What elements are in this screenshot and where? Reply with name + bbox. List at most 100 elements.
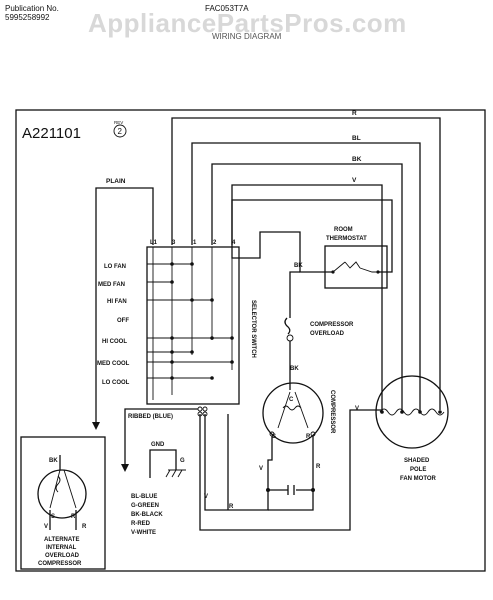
compressor-label: COMPRESSOR [329,390,335,434]
alt-windings [49,469,77,509]
wire-s-to-cap [267,436,288,491]
switch-contacts [170,262,234,380]
rev-circle [113,124,127,138]
ground-symbol [165,469,186,478]
thermostat-label-1: ROOM [334,227,353,233]
switch-grid [147,247,233,400]
alternate-box [20,436,106,570]
pos-med-fan: MED FAN [98,282,125,288]
wire-thermostat-loop [231,199,393,273]
wire-to-thermostat-in [231,231,333,273]
thermostat-label-2: THERMOSTAT [326,236,367,242]
wire-label-r: R [352,110,357,117]
wire-v-bottom [199,409,382,531]
alt-wire-v: V [44,524,48,530]
overload-label-1: COMPRESSOR [310,322,354,328]
compressor-windings [277,391,309,429]
legend-black: BK-BLACK [131,512,163,518]
alt-terminal-r: R [71,514,76,520]
overload-symbol [284,317,291,335]
watermark: AppliancePartsPros.com [88,8,407,38]
fan-motor-terminals [380,410,442,414]
pos-off: OFF [117,318,129,324]
motor-label-1: SHADED [404,458,430,464]
wire-black [211,163,403,412]
alt-wire-bk: BK [49,458,58,464]
wire-blue [191,142,421,412]
motor-label-3: FAN MOTOR [400,476,437,482]
compressor-coil [282,405,302,411]
wire-r-bottom-a [204,414,269,511]
selector-switch-box [146,246,240,405]
rev-number: 2 [118,127,123,136]
pos-hi-cool: HI COOL [102,339,127,345]
alt-label-1: ALTERNATE [44,537,79,543]
overload-terminal [286,334,294,342]
wire-thermo-to-overload [289,271,300,318]
pos-lo-cool: LO COOL [102,380,130,386]
wire-label-bk: BK [352,156,362,163]
model-number: FAC053T7A [205,4,249,13]
alt-overload-symbol [55,475,61,493]
thermostat-contact [332,261,361,273]
compressor-circle [262,382,324,444]
diagram-code: A221101 [22,125,81,142]
legend-white: V-WHITE [131,530,156,536]
wire-ribbed [124,408,198,470]
fan-motor-winding [379,408,445,416]
alt-compressor-circle [37,469,87,519]
alt-label-2: INTERNAL [46,545,77,551]
publication-number: 5995258992 [5,13,50,22]
alt-label-4: COMPRESSOR [38,561,82,567]
wire-r-to-cap [296,436,314,491]
alt-terminal-s: S [51,514,55,520]
wire-label-v-motor: V [355,406,359,412]
diagram-subtitle: WIRING DIAGRAM [212,32,282,41]
pos-lo-fan: LO FAN [104,264,126,270]
wire-label-ribbed: RIBBED (BLUE) [128,414,173,420]
alt-leads [49,510,77,530]
terminal-4: 4 [232,240,236,246]
wire-red [171,117,441,410]
fan-motor-circle [375,375,449,449]
wire-r-bottom-b [227,414,314,511]
thermostat-box [324,245,388,289]
alt-label-3: OVERLOAD [45,553,80,559]
comp-terminal-s: S [272,434,276,440]
ground-gnd-label: GND [151,442,165,448]
rev-label: REV [114,120,123,125]
wire-label-v-cap: V [259,466,263,472]
wire-label-bk-comp: BK [290,366,299,372]
legend-red: R-RED [131,521,151,527]
comp-terminal-c: C [289,397,294,403]
comp-terminal-r: R [306,434,311,440]
wire-label-r-cap: R [316,464,321,470]
terminal-3: 3 [172,240,176,246]
pos-hi-fan: HI FAN [107,299,127,305]
plain-arrow [92,422,100,430]
selector-switch-label: SELECTOR SWITCH [250,300,256,358]
thermostat-arm [359,267,378,273]
overload-label-2: OVERLOAD [310,331,345,337]
terminal-2: 2 [213,240,217,246]
wire-white [231,184,383,412]
terminal-l1: L1 [150,240,158,246]
ribbed-arrow [121,464,129,472]
wire-label-v: V [352,177,357,184]
wire-label-r-bottom: R [229,504,234,510]
ground-wire [149,449,177,478]
wire-label-v-bottom: V [204,494,208,500]
ground-g-label: G [180,458,185,464]
legend-green: G-GREEN [131,503,159,509]
legend-blue: BL-BLUE [131,494,157,500]
wire-label-bk-thermo: BK [294,263,303,269]
wire-label-plain: PLAIN [106,178,126,185]
diagram-frame [15,109,486,572]
wire-label-bl: BL [352,135,361,142]
alt-wire-r: R [82,524,87,530]
publication-label: Publication No. [5,4,59,13]
pos-med-cool: MED COOL [97,361,130,367]
terminal-1: 1 [193,240,197,246]
motor-label-2: POLE [410,467,426,473]
